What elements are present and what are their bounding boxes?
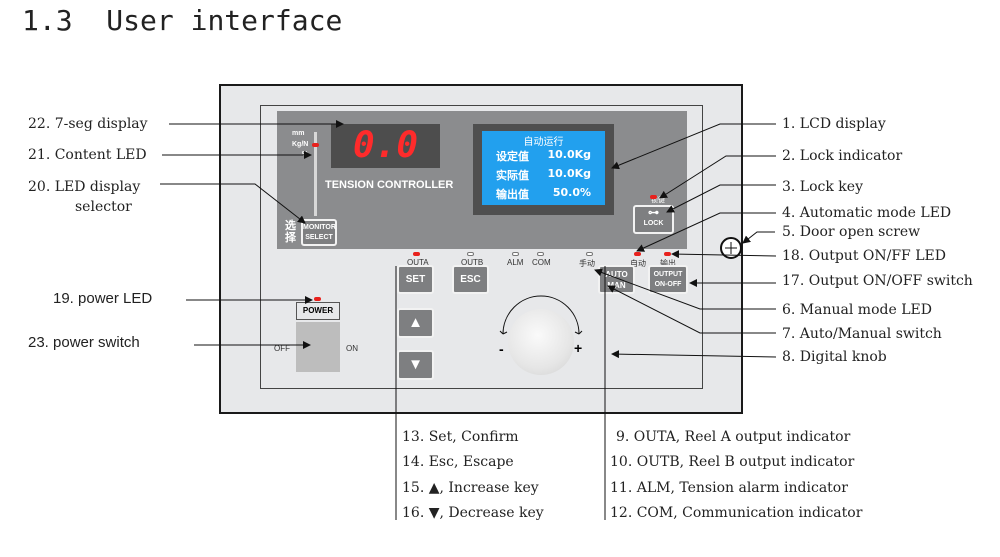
triangle-up-icon: ▲ [428,480,440,496]
triangle-up-icon: ▲ [408,314,423,331]
triangle-down-icon: ▼ [408,356,423,373]
increase-button[interactable]: ▲ [397,308,434,338]
label-manual-mode-led: 6. Manual mode LED [782,302,932,318]
auto-mode-led [634,252,641,256]
auto-label: 自动 [630,259,646,268]
com-led [537,252,544,256]
label-power-led: 19. power LED [53,290,153,307]
label-com: 12. COM, Communication indicator [610,505,863,521]
decrease-button[interactable]: ▼ [397,350,434,380]
power-off-label: OFF [274,344,290,353]
seven-seg-display: 0.0 [331,124,440,168]
label-digital-knob: 8. Digital knob [782,349,887,365]
label-increase-key: 15. ▲, Increase key [402,480,539,496]
alm-label: ALM [507,258,524,267]
label-outa: 9. OUTA, Reel A output indicator [616,429,851,445]
power-on-label: ON [346,344,358,353]
lcd-row-value: 10.0Kg [547,167,591,180]
label-content-led: 21. Content LED [28,147,147,163]
label-led-display: 20. LED display [28,179,141,195]
content-led [312,143,319,147]
label-text: , Increase key [439,480,539,496]
label-selector: selector [75,199,132,215]
label-set-confirm: 13. Set, Confirm [402,429,519,445]
output-label: 输出 [660,259,676,268]
com-label: COM [532,258,551,267]
esc-button[interactable]: ESC [452,265,489,294]
power-label: POWER [296,302,340,320]
lcd-row-value: 10.0Kg [547,148,591,161]
label-auto-man-switch: 7. Auto/Manual switch [782,326,942,342]
label-num: 16. [402,505,425,521]
unit-led-track [314,132,317,216]
knob-minus: - [499,341,504,357]
output-btn-label: OUTPUT [653,271,683,278]
selector-cn-label: 选择 [285,220,296,244]
section-title: User interface [106,4,343,37]
digital-knob[interactable] [508,309,574,375]
output-led [664,252,671,256]
auto-btn-label: AUTO [605,270,628,279]
manual-label: 手动 [579,259,595,268]
key-icon: ⊶ [648,207,659,219]
onoff-btn-label: ON-OFF [654,281,682,288]
select-label: SELECT [305,234,333,241]
brand-label: TENSION CONTROLLER [325,179,454,191]
label-outb: 10. OUTB, Reel B output indicator [610,454,855,470]
label-text: , Decrease key [439,505,544,521]
label-num: 15. [402,480,425,496]
selector-cn-2: 择 [285,231,296,244]
lcd-display: 自动运行 设定值 10.0Kg 实际值 10.0Kg 输出值 50.0% [482,131,605,205]
manual-mode-led [586,252,593,256]
lcd-row-label: 实际值 [496,169,529,182]
lcd-title: 自动运行 [523,137,564,148]
section-heading: 1.3 User interface [22,4,342,37]
label-door-screw: 5. Door open screw [782,224,921,240]
man-btn-label: MAN [607,281,626,290]
label-7seg-display: 22. 7-seg display [28,116,148,132]
label-lock-key: 3. Lock key [782,179,863,195]
outa-label: OUTA [407,258,429,267]
auto-man-button[interactable]: AUTO MAN [598,265,635,294]
lock-key-label: LOCK [643,220,664,227]
label-lcd-display: 1. LCD display [782,116,886,132]
label-output-led: 18. Output ON/FF LED [782,248,946,264]
lcd-row-value: 50.0% [552,186,591,199]
label-power-switch: 23. power switch [28,334,140,351]
label-output-switch: 17. Output ON/OFF switch [782,273,973,289]
label-lock-indicator: 2. Lock indicator [782,148,903,164]
monitor-label: MONITOR [303,224,336,231]
output-onoff-button[interactable]: OUTPUT ON-OFF [648,265,688,294]
section-number: 1.3 [22,4,73,37]
knob-plus: + [574,340,583,356]
alm-led [512,252,519,256]
front-panel [260,105,703,389]
lock-indicator-led [650,195,657,199]
label-decrease-key: 16. ▼, Decrease key [402,505,544,521]
unit-kgn: Kg/N [292,141,309,148]
label-alm: 11. ALM, Tension alarm indicator [610,480,848,496]
monitor-select-button[interactable]: MONITOR SELECT [301,219,337,246]
set-button[interactable]: SET [397,265,434,294]
outb-label: OUTB [461,258,484,267]
label-esc-escape: 14. Esc, Escape [402,454,514,470]
power-led [314,297,321,301]
selector-cn-1: 选 [285,219,296,232]
lcd-row-label: 输出值 [496,188,529,201]
lcd-row-label: 设定值 [496,150,529,163]
triangle-down-icon: ▼ [428,505,440,521]
outb-led [467,252,474,256]
label-auto-mode-led: 4. Automatic mode LED [782,205,952,221]
lock-led-label: 锁键 [651,197,665,204]
outa-led [413,252,420,256]
unit-mm: mm [292,130,305,137]
